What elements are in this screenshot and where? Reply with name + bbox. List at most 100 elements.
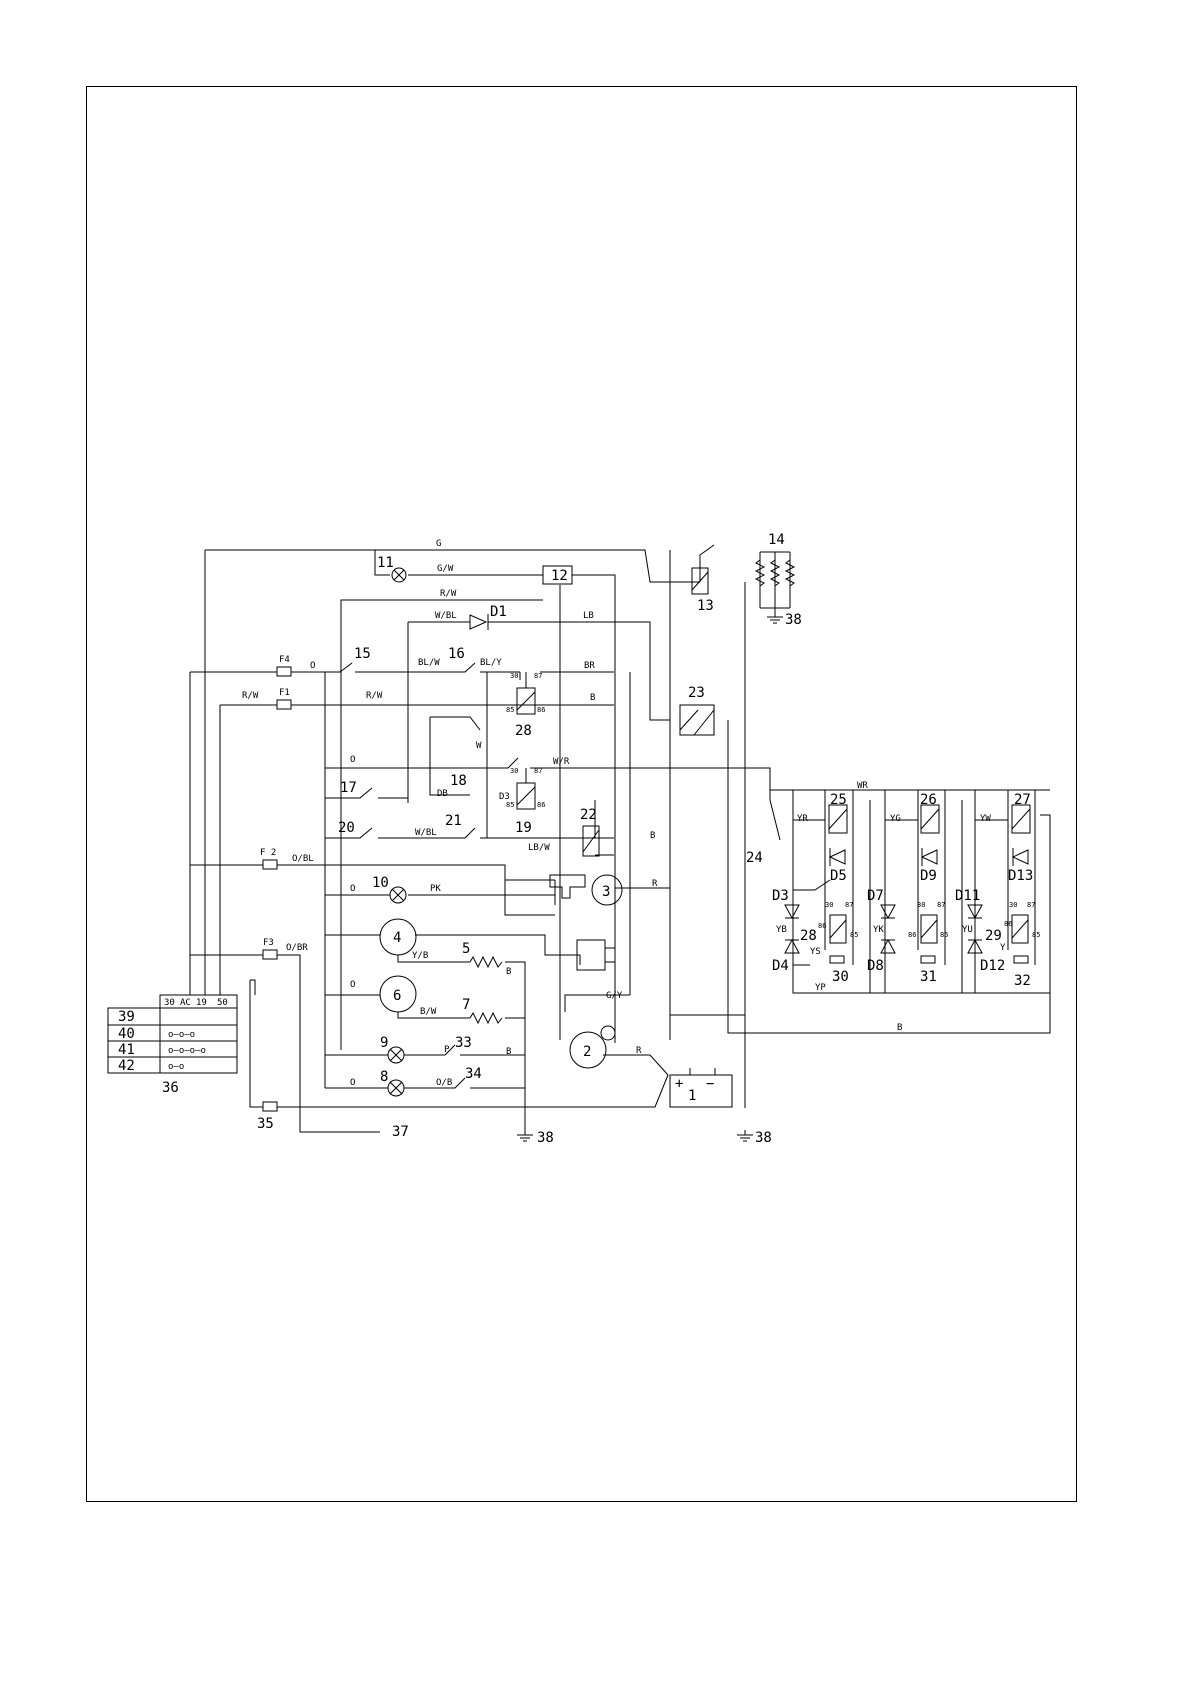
wire-b1: B [590, 693, 595, 703]
ign-row-41-pattern: o—o—o—o [168, 1046, 206, 1056]
diode-d5 [828, 848, 846, 866]
label-38b: 38 [537, 1130, 554, 1146]
wire-yu: YU [962, 925, 973, 935]
wire-yr: YR [797, 814, 808, 824]
gauge-3 [591, 874, 623, 906]
relay-23 [679, 704, 715, 736]
pin-30-19: 30 [510, 767, 518, 775]
label-d7: D7 [867, 888, 884, 904]
label-d9: D9 [920, 868, 937, 884]
label-13: 13 [697, 598, 714, 614]
relay-blocks [769, 789, 1050, 994]
label-f1: F1 [279, 688, 290, 698]
fuse-f2 [262, 859, 278, 870]
pin-86-28: 86 [537, 706, 545, 714]
wire-b4: B [506, 1047, 511, 1057]
label-5: 5 [462, 941, 470, 957]
label-d8: D8 [867, 958, 884, 974]
wire-yw: YW [980, 814, 991, 824]
wire-b2: B [650, 831, 655, 841]
ground-38-top [767, 612, 783, 624]
label-d4: D4 [772, 958, 789, 974]
relay-13 [691, 567, 709, 595]
pin-86-19: 86 [537, 801, 545, 809]
label-f4: F4 [279, 655, 290, 665]
wire-obl: O/BL [292, 854, 314, 864]
wire-o1: O [310, 661, 315, 671]
label-23: 23 [688, 685, 705, 701]
wire-br: BR [584, 661, 595, 671]
pin-85-19: 85 [506, 801, 514, 809]
wire-yg: YG [890, 814, 901, 824]
component-12-box [542, 565, 573, 585]
wire-wbl2: W/BL [415, 828, 437, 838]
label-1: 1 [688, 1088, 696, 1104]
wire-rw2: R/W [242, 691, 259, 701]
ignition-table-text: 30 AC 19 50 o—o—o o—o—o—o o—o [164, 998, 228, 1072]
label-40: 40 [118, 1026, 135, 1042]
wire-o3: O [350, 884, 355, 894]
wire-b5: B [897, 1023, 902, 1033]
wire-r1: R [652, 879, 658, 889]
sensor-t [549, 874, 586, 899]
label-24: 24 [746, 850, 763, 866]
motor-2 [569, 1025, 616, 1069]
label-35: 35 [257, 1116, 274, 1132]
pin-87-28: 87 [534, 672, 542, 680]
label-14: 14 [768, 532, 785, 548]
label-18: 18 [450, 773, 467, 789]
wire-pk: PK [430, 884, 441, 894]
resistor-5 [469, 955, 503, 969]
wire-yk: YK [873, 925, 884, 935]
relay-22 [582, 825, 600, 857]
label-36: 36 [162, 1080, 179, 1096]
battery-1 [669, 1068, 733, 1108]
label-31: 31 [920, 969, 937, 985]
relay-26 [920, 804, 940, 834]
fuse-labels: F4 F1 F 2 F3 [260, 655, 290, 948]
label-f2: F 2 [260, 848, 276, 858]
label-10: 10 [372, 875, 389, 891]
ign-header-50: 50 [217, 998, 228, 1008]
label-d13: D13 [1008, 868, 1033, 884]
diodes-d7-d8 [880, 904, 896, 954]
label-d5: D5 [830, 868, 847, 884]
gauge-4 [379, 918, 417, 956]
label-34: 34 [465, 1066, 482, 1082]
label-12: 12 [551, 568, 568, 584]
pin-85-32: 85 [1032, 931, 1040, 939]
wire-obr: O/BR [286, 943, 308, 953]
lamp-9 [387, 1046, 405, 1064]
ign-header-19: 19 [196, 998, 207, 1008]
wire-wr: W/R [553, 757, 570, 767]
wire-yp: YP [815, 983, 826, 993]
wire-g: G [436, 539, 441, 549]
page-border [86, 86, 1077, 1502]
label-41: 41 [118, 1042, 135, 1058]
pin-87-31: 87 [937, 901, 945, 909]
wire-gw: G/W [437, 564, 454, 574]
relay-25 [828, 804, 848, 834]
label-39: 39 [118, 1009, 135, 1025]
label-7: 7 [462, 997, 470, 1013]
wire-rw1: R/W [440, 589, 457, 599]
diodes-d11-d12 [967, 904, 983, 954]
label-15: 15 [354, 646, 371, 662]
pin-87-30: 87 [845, 901, 853, 909]
label-22: 22 [580, 807, 597, 823]
wire-rw3: R/W [366, 691, 383, 701]
ground-38-center [517, 1133, 533, 1142]
fuse-f1 [276, 699, 292, 710]
wire-ys: YS [810, 947, 821, 957]
label-26: 26 [920, 792, 937, 808]
wire-lbw: LB/W [528, 843, 550, 853]
ground-38-right [737, 1130, 753, 1142]
component-labels: 1 2 3 4 5 6 7 8 9 10 11 12 13 14 15 16 1… [118, 532, 1031, 1146]
lamp-11 [391, 567, 407, 583]
wire-yb2: YB [776, 925, 787, 935]
heater-14 [754, 551, 796, 612]
pin-30-28: 30 [510, 672, 518, 680]
pin-30-30: 30 [825, 901, 833, 909]
label-d1: D1 [490, 604, 507, 620]
label-21: 21 [445, 813, 462, 829]
